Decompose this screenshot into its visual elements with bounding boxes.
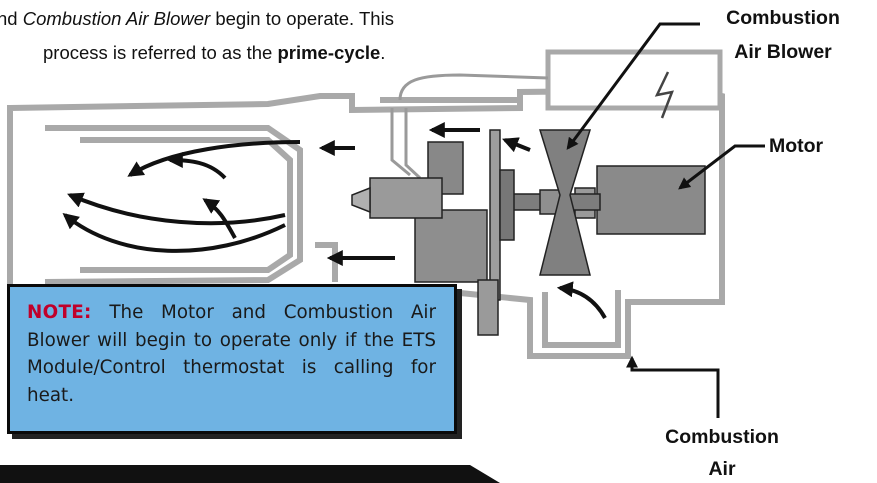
note-box: NOTE: The Motor and Combustion Air Blowe… <box>7 284 457 434</box>
label-line: Air Blower <box>703 40 863 65</box>
label-motor: Motor <box>769 134 823 159</box>
fuel-line-1 <box>400 75 548 100</box>
label-combustion-air: Combustion Air <box>637 425 807 482</box>
air-inlet-duct <box>545 290 618 345</box>
label-line: Combustion <box>637 425 807 450</box>
flow-arrow <box>205 200 235 238</box>
flow-arrow <box>170 160 225 178</box>
housing-inner-line <box>45 128 300 282</box>
label-line: Air <box>637 457 807 482</box>
fuel-pump <box>415 210 487 282</box>
blower-cover <box>548 52 720 118</box>
flow-arrow <box>560 288 605 318</box>
label-line: Combustion <box>703 6 863 31</box>
bottom-bar <box>0 465 500 483</box>
mounting-plate <box>490 130 500 300</box>
label-combustion-air-blower: Combustion Air Blower <box>703 6 863 65</box>
exhaust-stub <box>315 245 335 282</box>
fuel-pipe-stub <box>478 280 498 335</box>
flow-arrow <box>505 140 530 150</box>
flow-arrow <box>70 195 285 223</box>
fuel-line-3 <box>406 108 420 178</box>
gear <box>500 170 514 240</box>
note-heading: NOTE: <box>27 302 92 323</box>
burner-nozzle <box>352 188 370 212</box>
nozzle-block <box>370 178 442 218</box>
air-leader <box>632 358 718 418</box>
motor <box>597 166 705 234</box>
